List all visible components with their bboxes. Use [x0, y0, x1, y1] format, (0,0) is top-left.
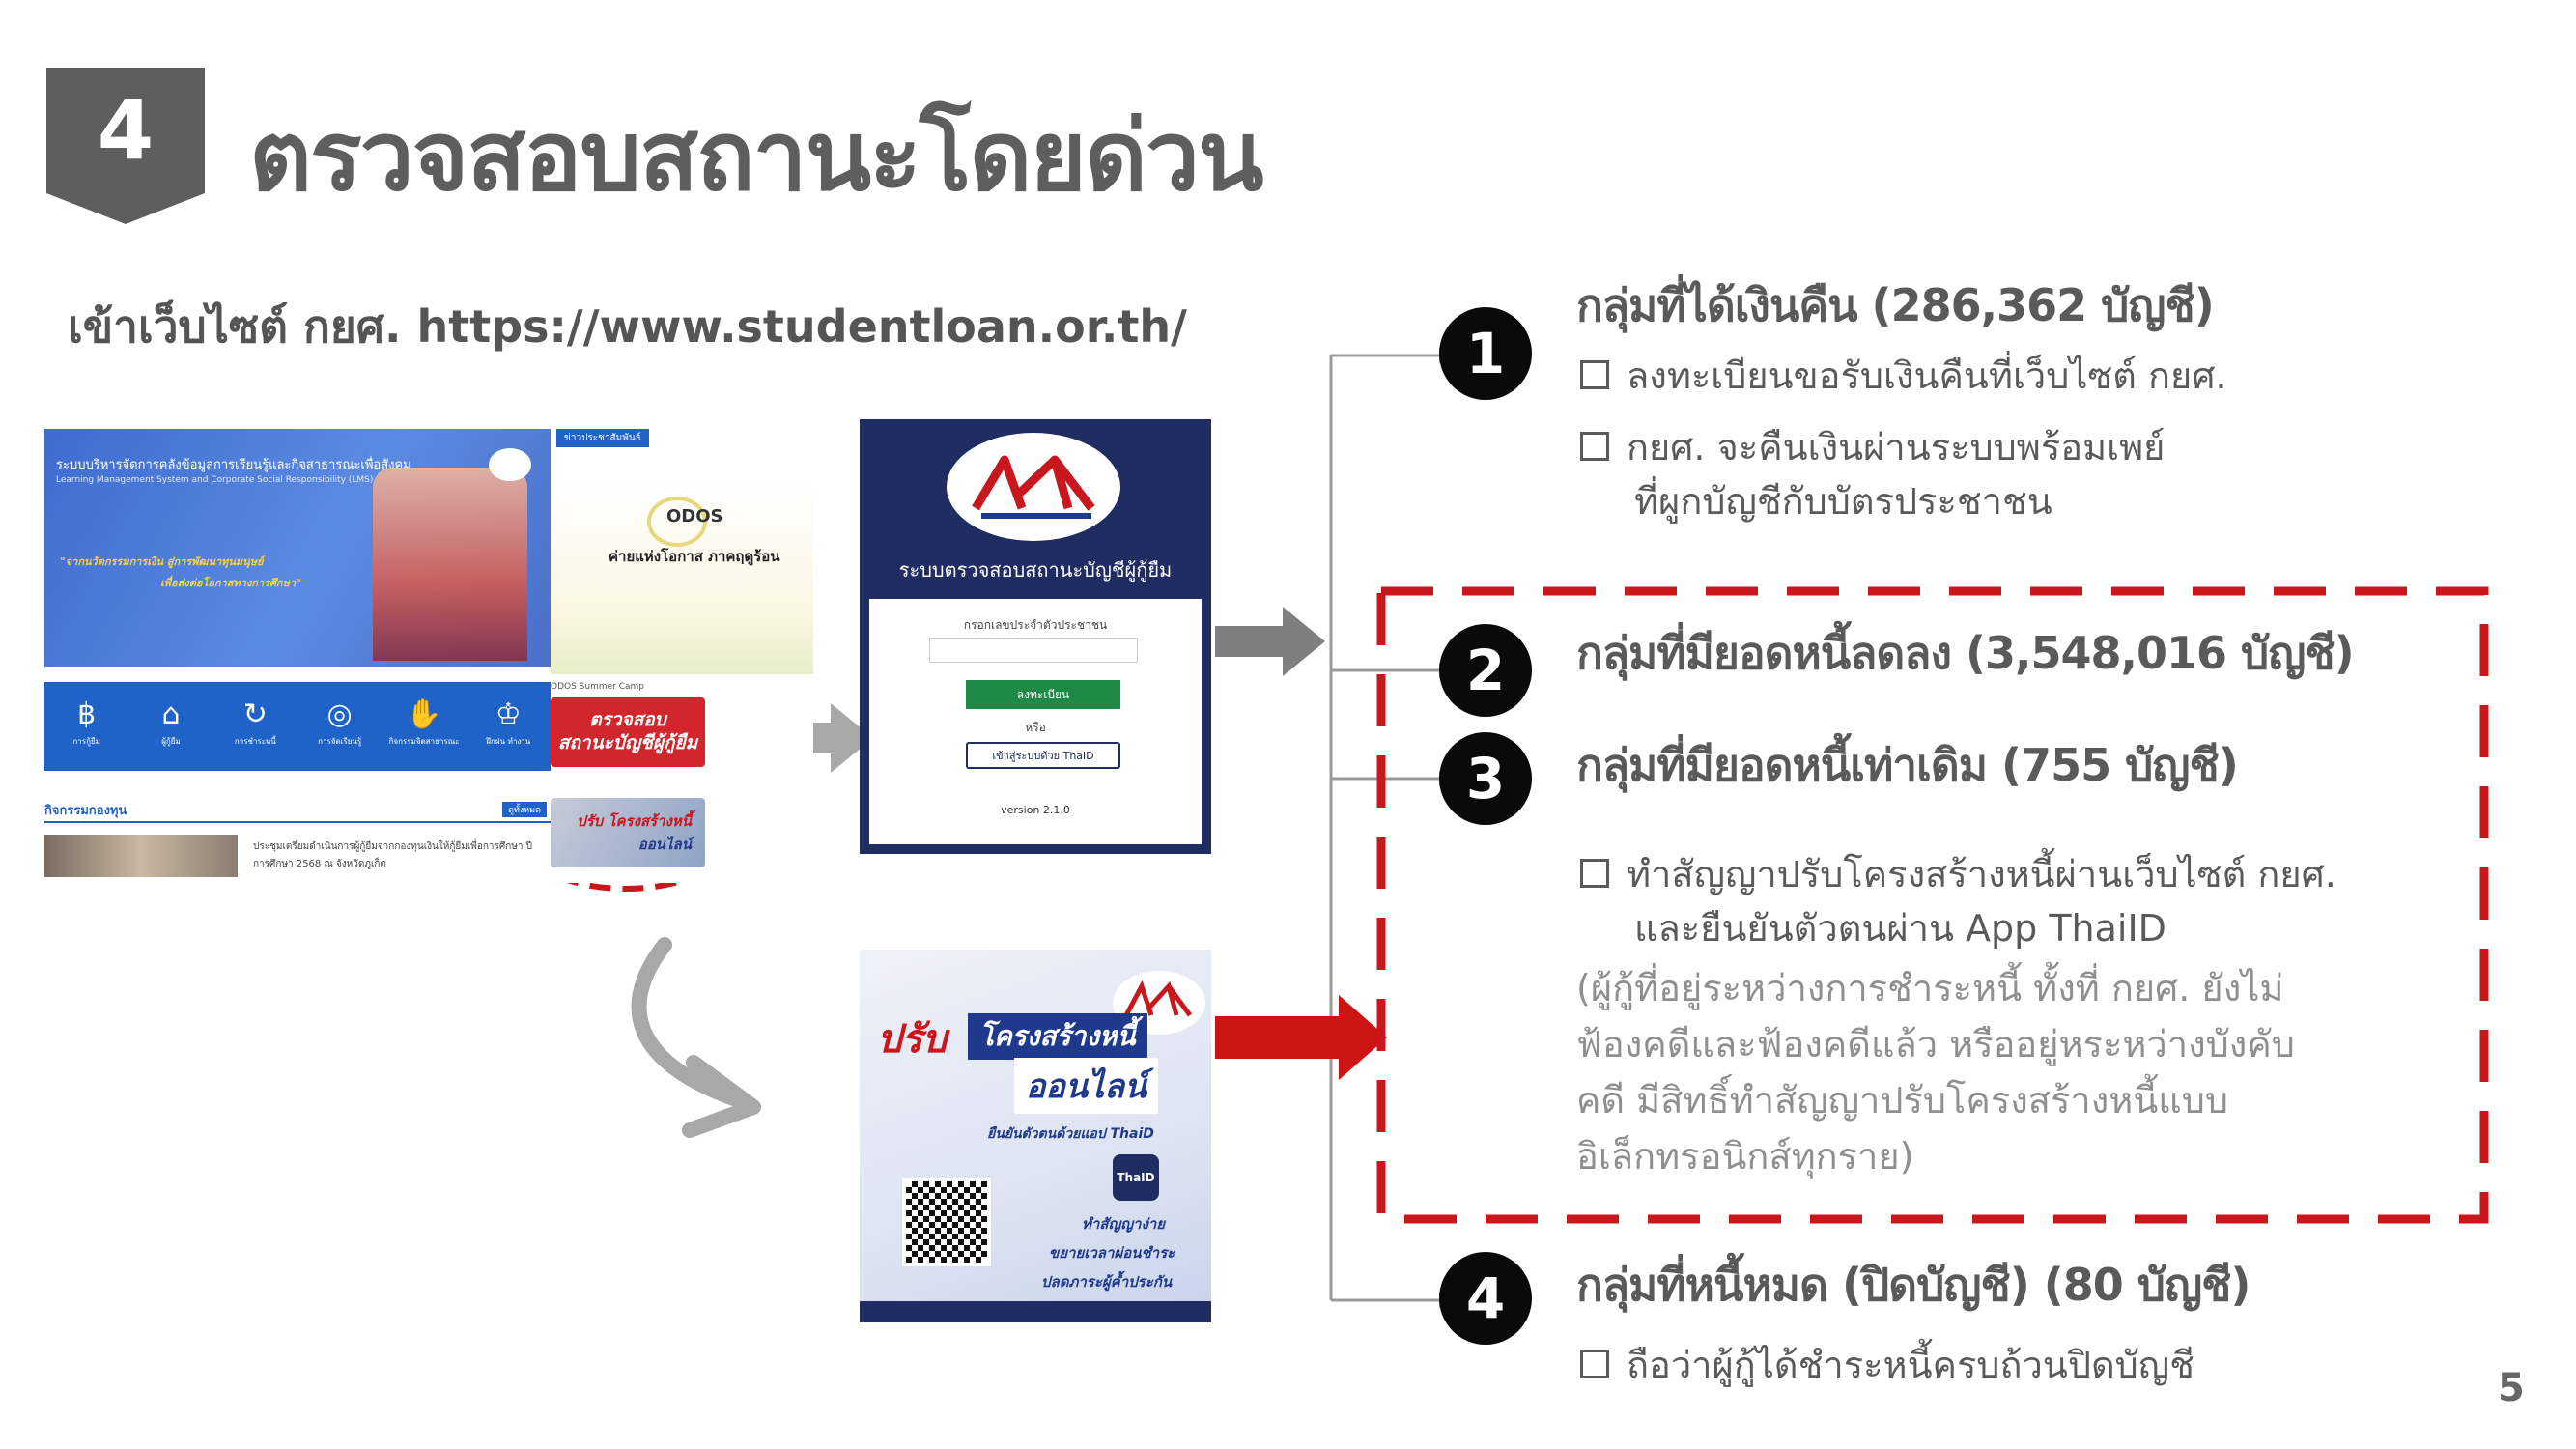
loan-icon[interactable]: ฿การกู้ยืม [72, 697, 100, 746]
id-label: กรอกเลขประจำตัวประชาชน [963, 618, 1108, 632]
banner-quote-2: เพื่อส่งต่อโอกาสทางการศึกษา" [160, 577, 301, 589]
poster-headline-2: โครงสร้างหนี้ [968, 1013, 1147, 1060]
website-quick-menu: ฿การกู้ยืม ⌂ผู้กู้ยืม ↻การชำระหนี้ ◎การจ… [44, 682, 551, 771]
checkbox-bullet-icon [1580, 858, 1609, 888]
group-4-bullet-1: ถือว่าผู้กู้ได้ชำระหนี้ครบถ้วนปิดบัญชี [1580, 1335, 2194, 1394]
group-1-bullet-1: ลงทะเบียนขอรับเงินคืนที่เว็บไซต์ กยศ. [1580, 346, 2227, 405]
check-status-line2: สถานะบัญชีผู้กู้ยืม [557, 732, 698, 753]
news-header: กิจกรรมกองทุน ดูทั้งหมด [44, 800, 551, 823]
poster-benefit-1: ทำสัญญาง่าย [1082, 1215, 1165, 1233]
banner-illustration [373, 468, 527, 661]
group-3-note-2: ฟ้องคดีและฟ้องคดีแล้ว หรืออยู่หระหว่างบั… [1576, 1023, 2295, 1065]
status-check-login-screen: ระบบตรวจสอบสถานะบัญชีผู้กู้ยืม กรอกเลขปร… [860, 419, 1211, 854]
or-text: หรือ [1025, 721, 1046, 734]
repayment-icon[interactable]: ↻การชำระหนี้ [234, 697, 276, 746]
group-1-bullet-2: กยศ. จะคืนเงินผ่านระบบพร้อมเพย์ [1580, 417, 2165, 476]
id-input[interactable] [929, 638, 1138, 663]
odos-card[interactable]: ODOS ค่ายแห่งโอกาส ภาคฤดูร้อน [551, 477, 813, 674]
group-4-number: 4 [1439, 1252, 1532, 1345]
news-tag: ข่าวประชาสัมพันธ์ [556, 429, 649, 447]
graduate-icon[interactable]: ♔ฝึกฝน ทำงาน [486, 697, 531, 746]
group-3-note-3: คดี มีสิทธิ์ทำสัญญาปรับโครงสร้างหนี้แบบ [1576, 1079, 2229, 1122]
odos-title: ค่ายแห่งโอกาส ภาคฤดูร้อน [609, 548, 780, 565]
website-screenshot: ระบบบริหารจัดการคลังข้อมูลการเรียนรู้และ… [44, 429, 551, 883]
restructure-line1: ปรับ โครงสร้างหนี้ [577, 812, 692, 830]
news-more-link[interactable]: ดูทั้งหมด [502, 802, 547, 817]
poster-footer [860, 1301, 1211, 1322]
odos-brand: ODOS [666, 506, 723, 526]
volunteer-icon[interactable]: ✋กิจกรรมจิตสาธารณะ [388, 697, 460, 746]
poster-verify: ยืนยันตัวตนด้วยแอป ThaiD [987, 1126, 1154, 1142]
arrow-right-icon [1215, 607, 1325, 676]
thaid-login-button[interactable]: เข้าสู่ระบบด้วย ThaiD [966, 742, 1120, 769]
borrower-icon[interactable]: ⌂ผู้กู้ยืม [161, 697, 181, 746]
group-3-bullet-1: ทำสัญญาปรับโครงสร้างหนี้ผ่านเว็บไซต์ กยศ… [1580, 844, 2336, 903]
group-2-heading: กลุ่มที่มียอดหนี้ลดลง (3,548,016 บัญชี) [1576, 627, 2355, 679]
restructure-poster: ปรับ โครงสร้างหนี้ ออนไลน์ ยืนยันตัวตนด้… [860, 950, 1211, 1322]
checkbox-bullet-icon [1580, 1349, 1609, 1378]
news-heading: กิจกรรมกองทุน [44, 804, 127, 818]
slide-number: 4 [97, 83, 155, 178]
login-form: กรอกเลขประจำตัวประชาชน ลงทะเบียน หรือ เข… [869, 599, 1202, 844]
thaid-app-icon: ThaID [1113, 1154, 1159, 1201]
group-3-heading: กลุ่มที่มียอดหนี้เท่าเดิม (755 บัญชี) [1576, 739, 2239, 791]
banner-subtitle: Learning Management System and Corporate… [56, 475, 374, 485]
poster-headline-3: ออนไลน์ [1014, 1058, 1159, 1114]
qr-code-icon [902, 1178, 991, 1266]
group-1-bullet-2-cont: ที่ผูกบัญชีกับบัตรประชาชน [1634, 480, 2052, 523]
highlight-box [1376, 586, 2489, 1224]
learning-icon[interactable]: ◎การจัดเรียนรู้ [318, 697, 362, 746]
odos-strip: ODOS Summer Camp [551, 682, 645, 692]
news-text[interactable]: ประชุมเตรียมดำเนินการผู้กู้ยืมจากกองทุนเ… [253, 841, 533, 869]
restructure-line2: ออนไลน์ [637, 836, 692, 853]
poster-benefit-2: ขยายเวลาผ่อนชำระ [1049, 1244, 1175, 1262]
check-status-line1: ตรวจสอบ [589, 709, 666, 731]
version-text: version 2.1.0 [1001, 804, 1070, 816]
logo-icon [947, 433, 1120, 541]
poster-benefit-3: ปลดภาระผู้ค้ำประกัน [1041, 1273, 1173, 1291]
group-3-bullet-1-cont: และยืนยันตัวตนผ่าน App ThaiID [1634, 907, 2166, 950]
login-title: ระบบตรวจสอบสถานะบัญชีผู้กู้ยืม [898, 558, 1173, 582]
website-instruction: เข้าเว็บไซต์ กยศ. https://www.studentloa… [68, 300, 1187, 353]
banner-quote: "จากนวัตกรรมการเงิน สู่การพัฒนาทุนมนุษย์ [60, 555, 264, 568]
page-title: ตรวจสอบสถานะโดยด่วน [249, 99, 1263, 213]
check-status-button[interactable]: ตรวจสอบ สถานะบัญชีผู้กู้ยืม [551, 697, 705, 767]
restructure-online-button[interactable]: ปรับ โครงสร้างหนี้ ออนไลน์ [551, 798, 705, 867]
checkbox-bullet-icon [1580, 431, 1609, 461]
group-3-note-1: (ผู้กู้ที่อยู่ระหว่างการชำระหนี้ ทั้งที่… [1576, 967, 2284, 1009]
register-button[interactable]: ลงทะเบียน [966, 680, 1120, 709]
page-number: 5 [2498, 1366, 2525, 1410]
website-banner: ระบบบริหารจัดการคลังข้อมูลการเรียนรู้และ… [44, 429, 551, 667]
group-3-note-4: อิเล็กทรอนิกส์ทุกราย) [1576, 1135, 1914, 1178]
group-1-heading: กลุ่มที่ได้เงินคืน (286,362 บัญชี) [1576, 279, 2215, 331]
red-arrow-right-icon [1215, 995, 1387, 1080]
group-2-number: 2 [1439, 624, 1532, 717]
group-3-number: 3 [1439, 732, 1532, 825]
group-1-number: 1 [1439, 307, 1532, 400]
logo-icon [489, 448, 531, 481]
banner-title: ระบบบริหารจัดการคลังข้อมูลการเรียนรู้และ… [56, 458, 411, 472]
slide-number-badge [46, 68, 205, 224]
odos-logo-icon [647, 497, 707, 547]
checkbox-bullet-icon [1580, 359, 1609, 389]
website-side-panel: ข่าวประชาสัมพันธ์ ODOS ค่ายแห่งโอกาส ภาค… [551, 429, 813, 883]
poster-headline-1: ปรับ [877, 1017, 948, 1062]
group-4-heading: กลุ่มที่หนี้หมด (ปิดบัญชี) (80 บัญชี) [1576, 1259, 2250, 1311]
news-image [44, 835, 238, 877]
